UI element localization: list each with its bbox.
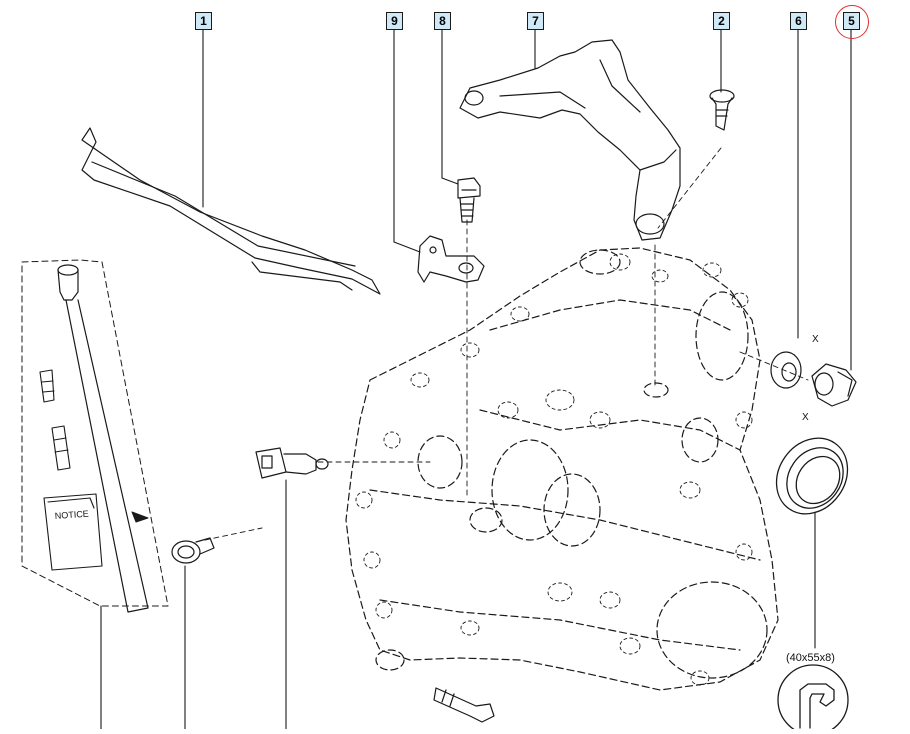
instruction-booklet xyxy=(43,493,103,571)
seal-marks: X X xyxy=(802,334,819,423)
assembly-axes xyxy=(204,147,809,541)
support-bracket-part-7 xyxy=(459,39,681,241)
heat-shield-part-1 xyxy=(81,127,381,295)
hose-clamp xyxy=(171,537,215,564)
screw-part-2 xyxy=(709,89,735,131)
callout-8[interactable]: 8 xyxy=(434,12,451,30)
speed-sensor xyxy=(255,447,329,479)
seal-dimension-label: (40x55x8) xyxy=(786,652,835,664)
hose-connector-long xyxy=(51,425,71,471)
bracket-part-9 xyxy=(417,235,485,283)
dipstick-kit: NOTICE xyxy=(21,259,169,613)
washer-part-6 xyxy=(770,351,802,389)
leader-lines xyxy=(100,29,852,730)
gearbox-housing xyxy=(345,247,779,691)
arrow-icon xyxy=(131,511,149,523)
booklet-label: NOTICE xyxy=(54,509,89,521)
callout-2[interactable]: 2 xyxy=(713,12,730,30)
hose-connector-small xyxy=(39,369,55,403)
callout-5-highlighted[interactable]: 5 xyxy=(835,5,869,39)
x-mark-bottom: X xyxy=(802,412,809,423)
bolt-part-8 xyxy=(457,177,481,223)
dipstick-tube xyxy=(57,264,149,613)
callout-7[interactable]: 7 xyxy=(527,12,544,30)
x-mark-top: X xyxy=(812,334,819,345)
housing-bolt xyxy=(433,687,495,723)
seal-section-detail xyxy=(777,664,849,734)
callout-1[interactable]: 1 xyxy=(195,12,212,30)
callout-9[interactable]: 9 xyxy=(386,12,403,30)
plug-part-5 xyxy=(811,363,857,407)
lip-seal xyxy=(775,437,849,515)
callout-6[interactable]: 6 xyxy=(790,12,807,30)
housing-details xyxy=(355,253,753,686)
